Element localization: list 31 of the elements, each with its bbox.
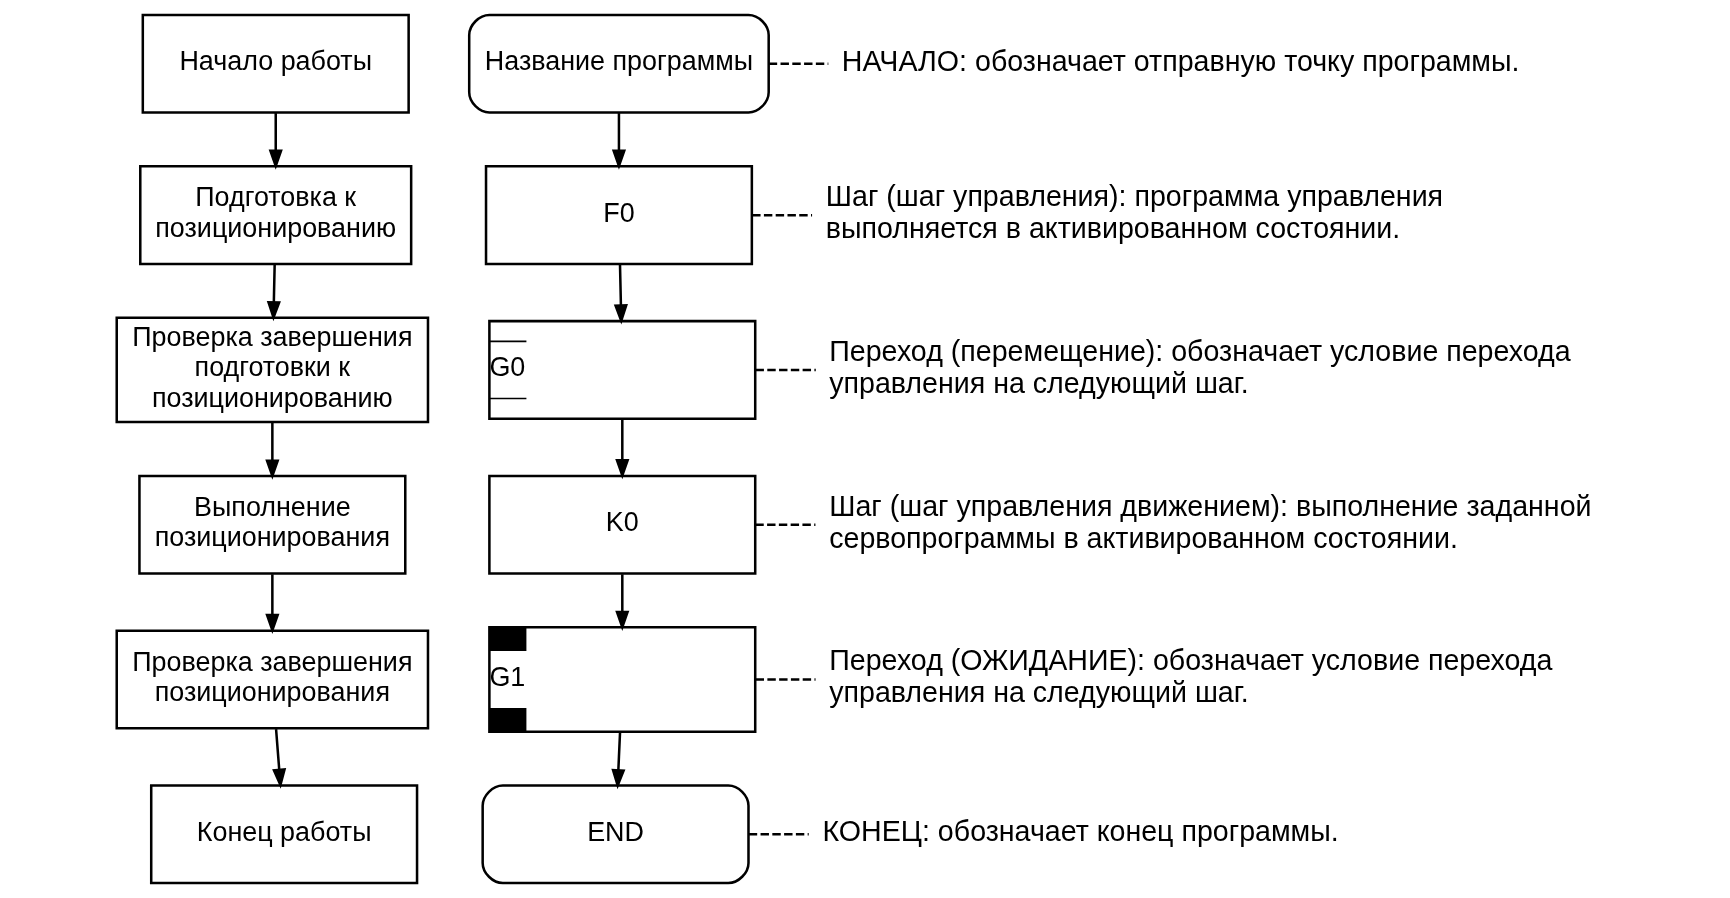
connector bbox=[755, 523, 816, 526]
connector bbox=[755, 678, 816, 681]
node-text: Шаг (шаг управления): программа управления выполняется в активированном состоянии. bbox=[825, 180, 1444, 245]
node-box: Проверка завершения подготовки к позиционированию bbox=[115, 316, 430, 424]
arrow bbox=[613, 264, 628, 325]
node-box: K0 bbox=[488, 474, 757, 575]
arrow bbox=[611, 732, 626, 790]
node-box: Начало работы bbox=[141, 13, 410, 114]
arrow bbox=[268, 113, 283, 170]
arrow bbox=[611, 113, 626, 170]
node-box: Название программы bbox=[467, 13, 770, 114]
arrow bbox=[272, 729, 287, 789]
connector bbox=[755, 368, 816, 372]
arrow bbox=[265, 574, 280, 635]
node-box: Подготовка к позиционированию bbox=[139, 165, 413, 266]
node-text: Шаг (шаг управления движением): выполнение заданной сервопрограммы в активированном состоянии. bbox=[829, 489, 1592, 554]
arrow bbox=[266, 264, 281, 322]
node-text: НАЧАЛО: обозначает отправную точку программы. bbox=[841, 44, 1520, 77]
node-box: F0 bbox=[484, 165, 754, 266]
arrow bbox=[615, 574, 630, 631]
connector bbox=[752, 213, 813, 217]
node-text: Переход (перемещение): обозначает условие перехода управления на следующий шаг. bbox=[829, 334, 1571, 399]
arrow bbox=[265, 422, 280, 480]
node-text: Переход (ОЖИДАНИЕ): обозначает условие перехода управления на следующий шаг. bbox=[829, 644, 1553, 709]
connector bbox=[748, 833, 809, 836]
node-box: Выполнение позиционирования bbox=[138, 474, 407, 575]
node-box: Проверка завершения позиционирования bbox=[115, 629, 430, 730]
node-box: Конец работы bbox=[149, 784, 419, 885]
node-text: КОНЕЦ: обозначает конец программы. bbox=[822, 815, 1339, 848]
node-box: END bbox=[481, 784, 750, 885]
arrow bbox=[615, 419, 630, 480]
